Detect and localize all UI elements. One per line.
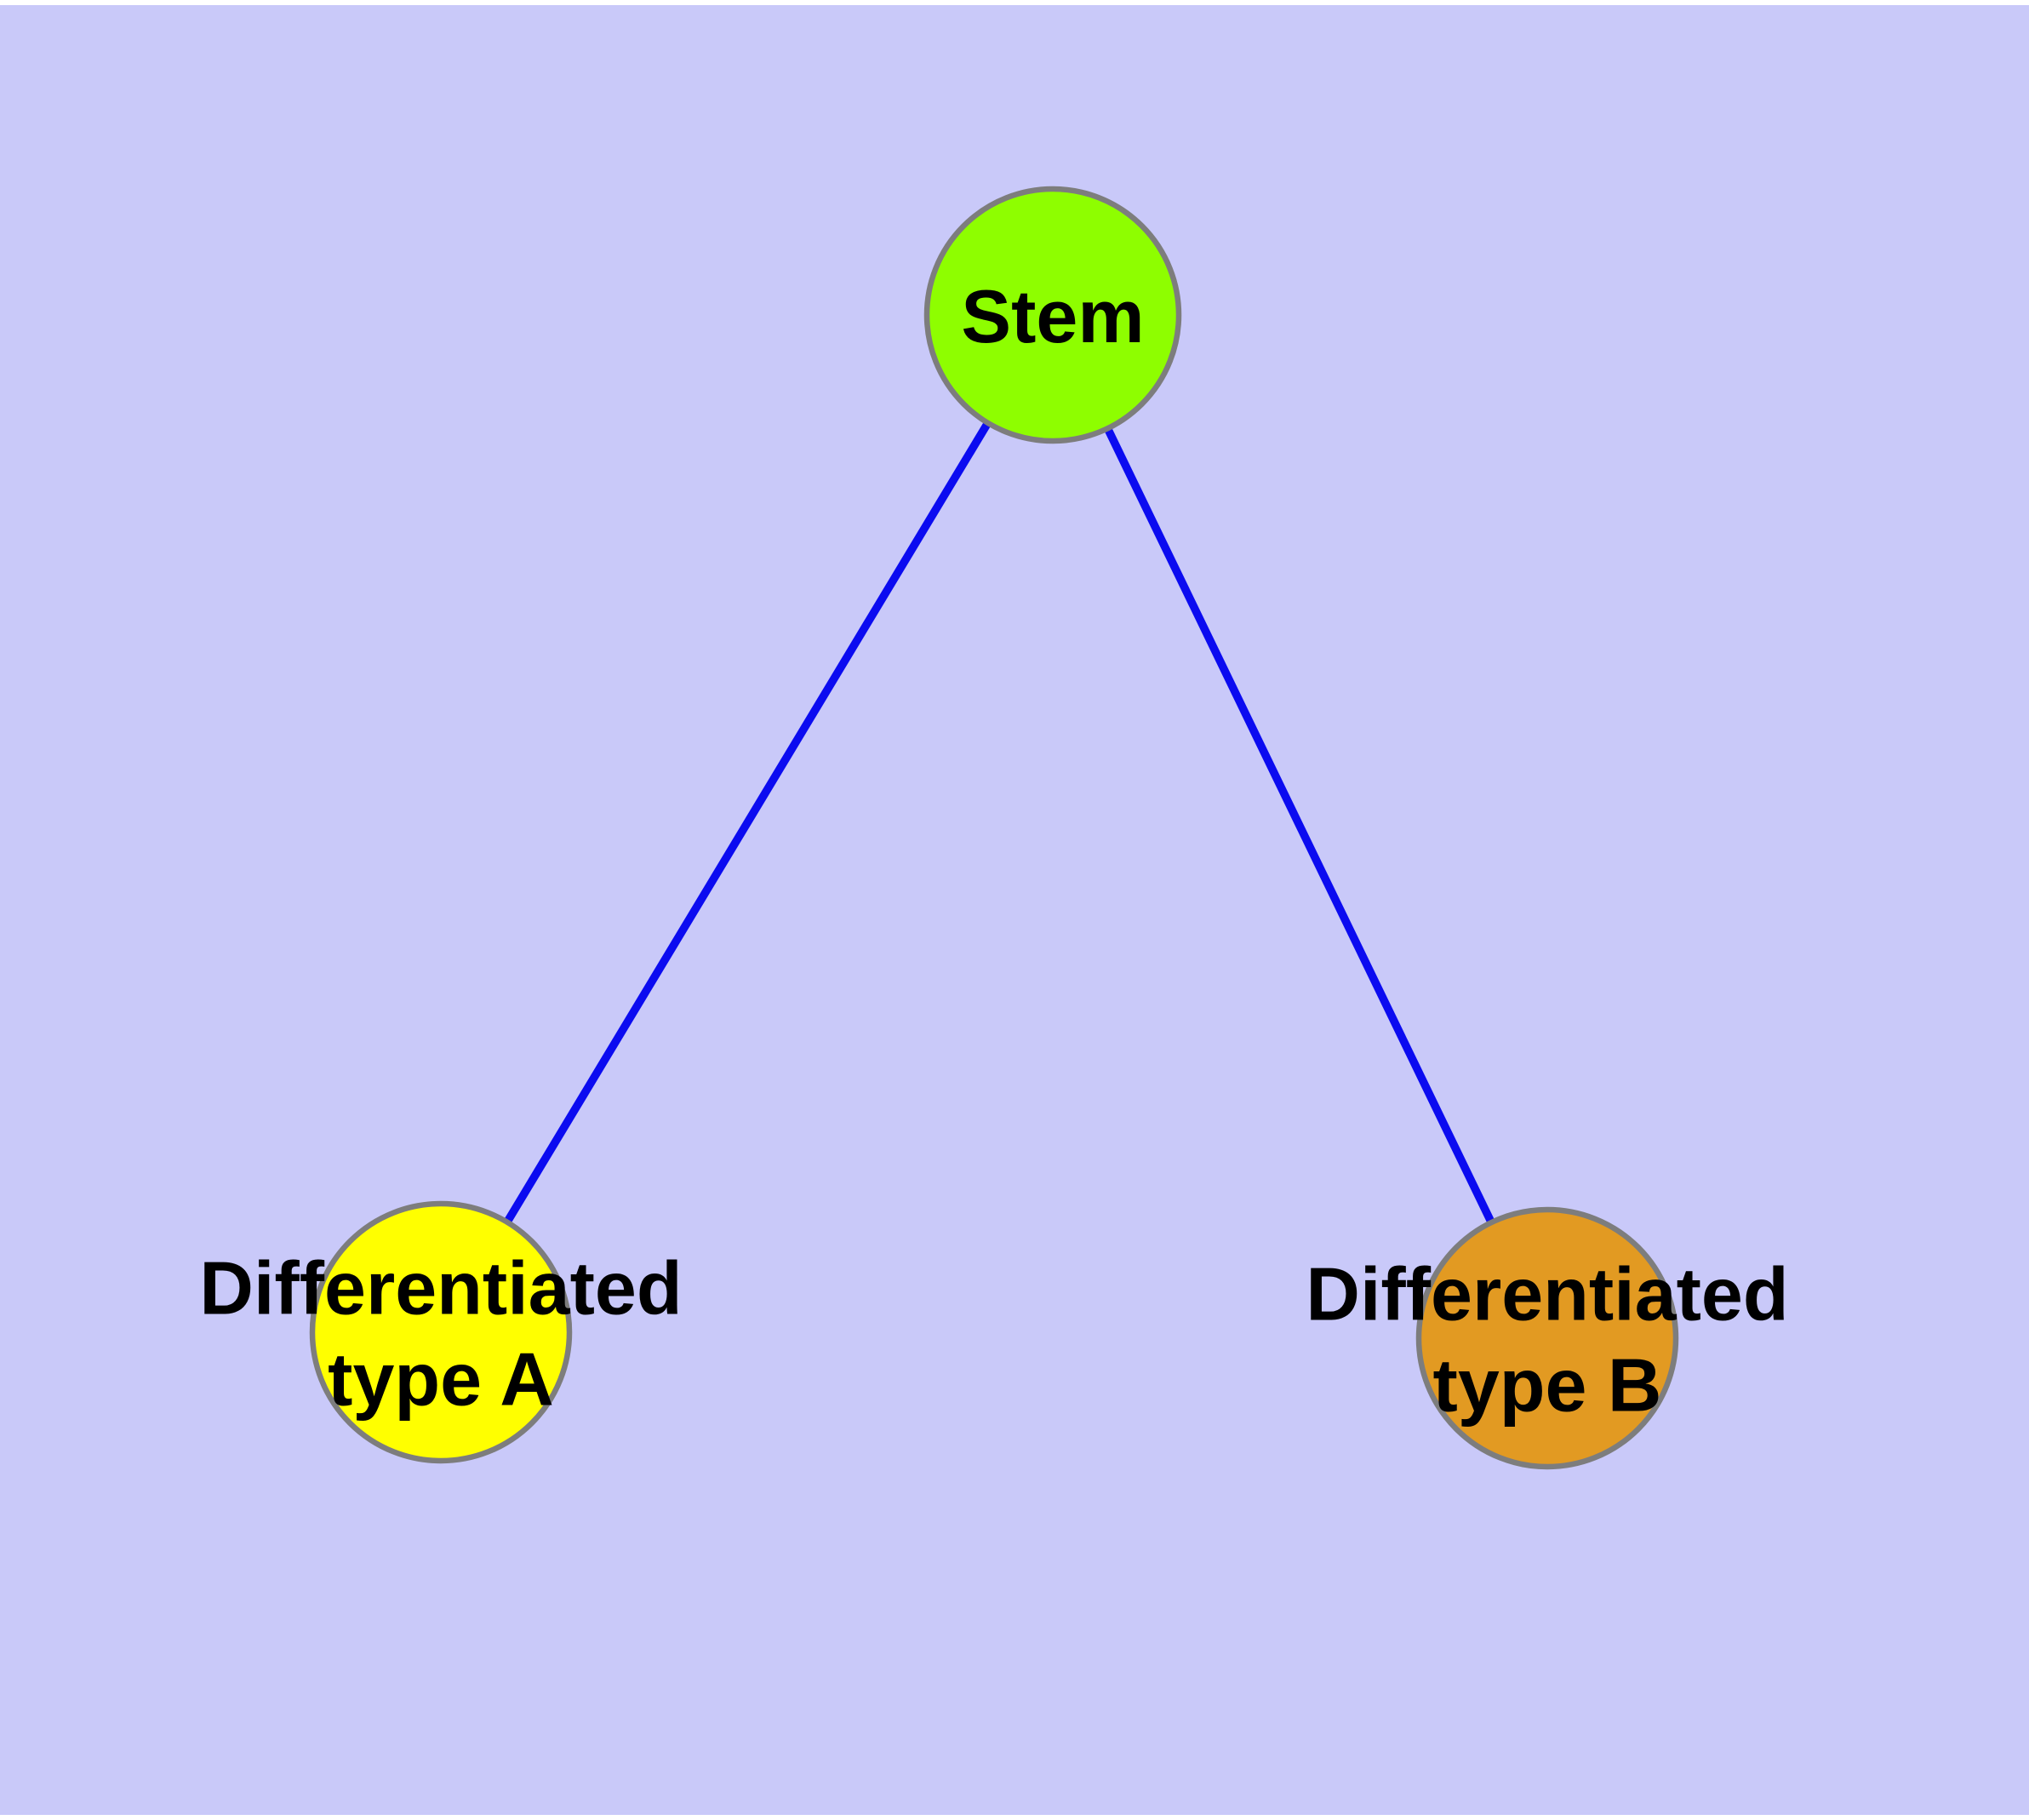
edge-stem-to-diff-type-b (1049, 312, 1552, 1341)
node-diff-type-b (1415, 1206, 1679, 1470)
edge-stem-to-diff-type-a (437, 312, 1057, 1335)
node-label-stem: Stem (961, 274, 1144, 358)
node-label-line: type A (328, 1337, 554, 1422)
node-diff-type-a (309, 1200, 573, 1464)
node-stem (923, 186, 1182, 444)
node-label-line: Stem (961, 274, 1144, 358)
node-label-line: Differentiated (199, 1246, 682, 1331)
node-label-line: type B (1433, 1343, 1662, 1428)
node-label-line: Differentiated (1306, 1252, 1788, 1336)
